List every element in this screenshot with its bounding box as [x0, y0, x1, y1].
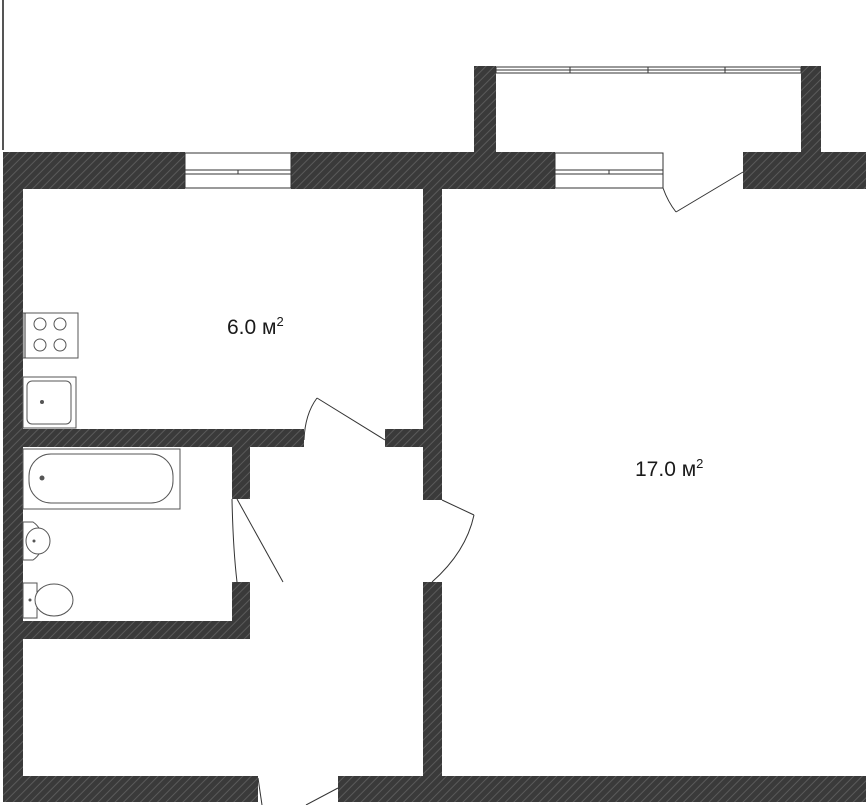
balcony-walls	[474, 66, 821, 156]
bathroom-door	[231, 498, 284, 583]
interior-walls	[23, 189, 442, 778]
bathtub-icon	[22, 448, 181, 510]
kitchen-door	[303, 397, 386, 441]
entrance-door	[257, 777, 339, 805]
balcony-window	[495, 66, 802, 74]
kitchen-window	[184, 152, 292, 189]
stove-icon	[22, 312, 79, 359]
kitchen-area-label: 6.0 м2	[227, 314, 284, 339]
exterior-walls	[3, 152, 866, 802]
balcony-door	[662, 153, 744, 213]
washbasin-icon	[22, 521, 51, 561]
living-room-window	[554, 152, 664, 189]
living-room-door	[431, 499, 475, 583]
toilet-icon	[22, 582, 74, 619]
living-room-area-label: 17.0 м2	[635, 456, 703, 481]
sink-icon	[22, 376, 77, 429]
